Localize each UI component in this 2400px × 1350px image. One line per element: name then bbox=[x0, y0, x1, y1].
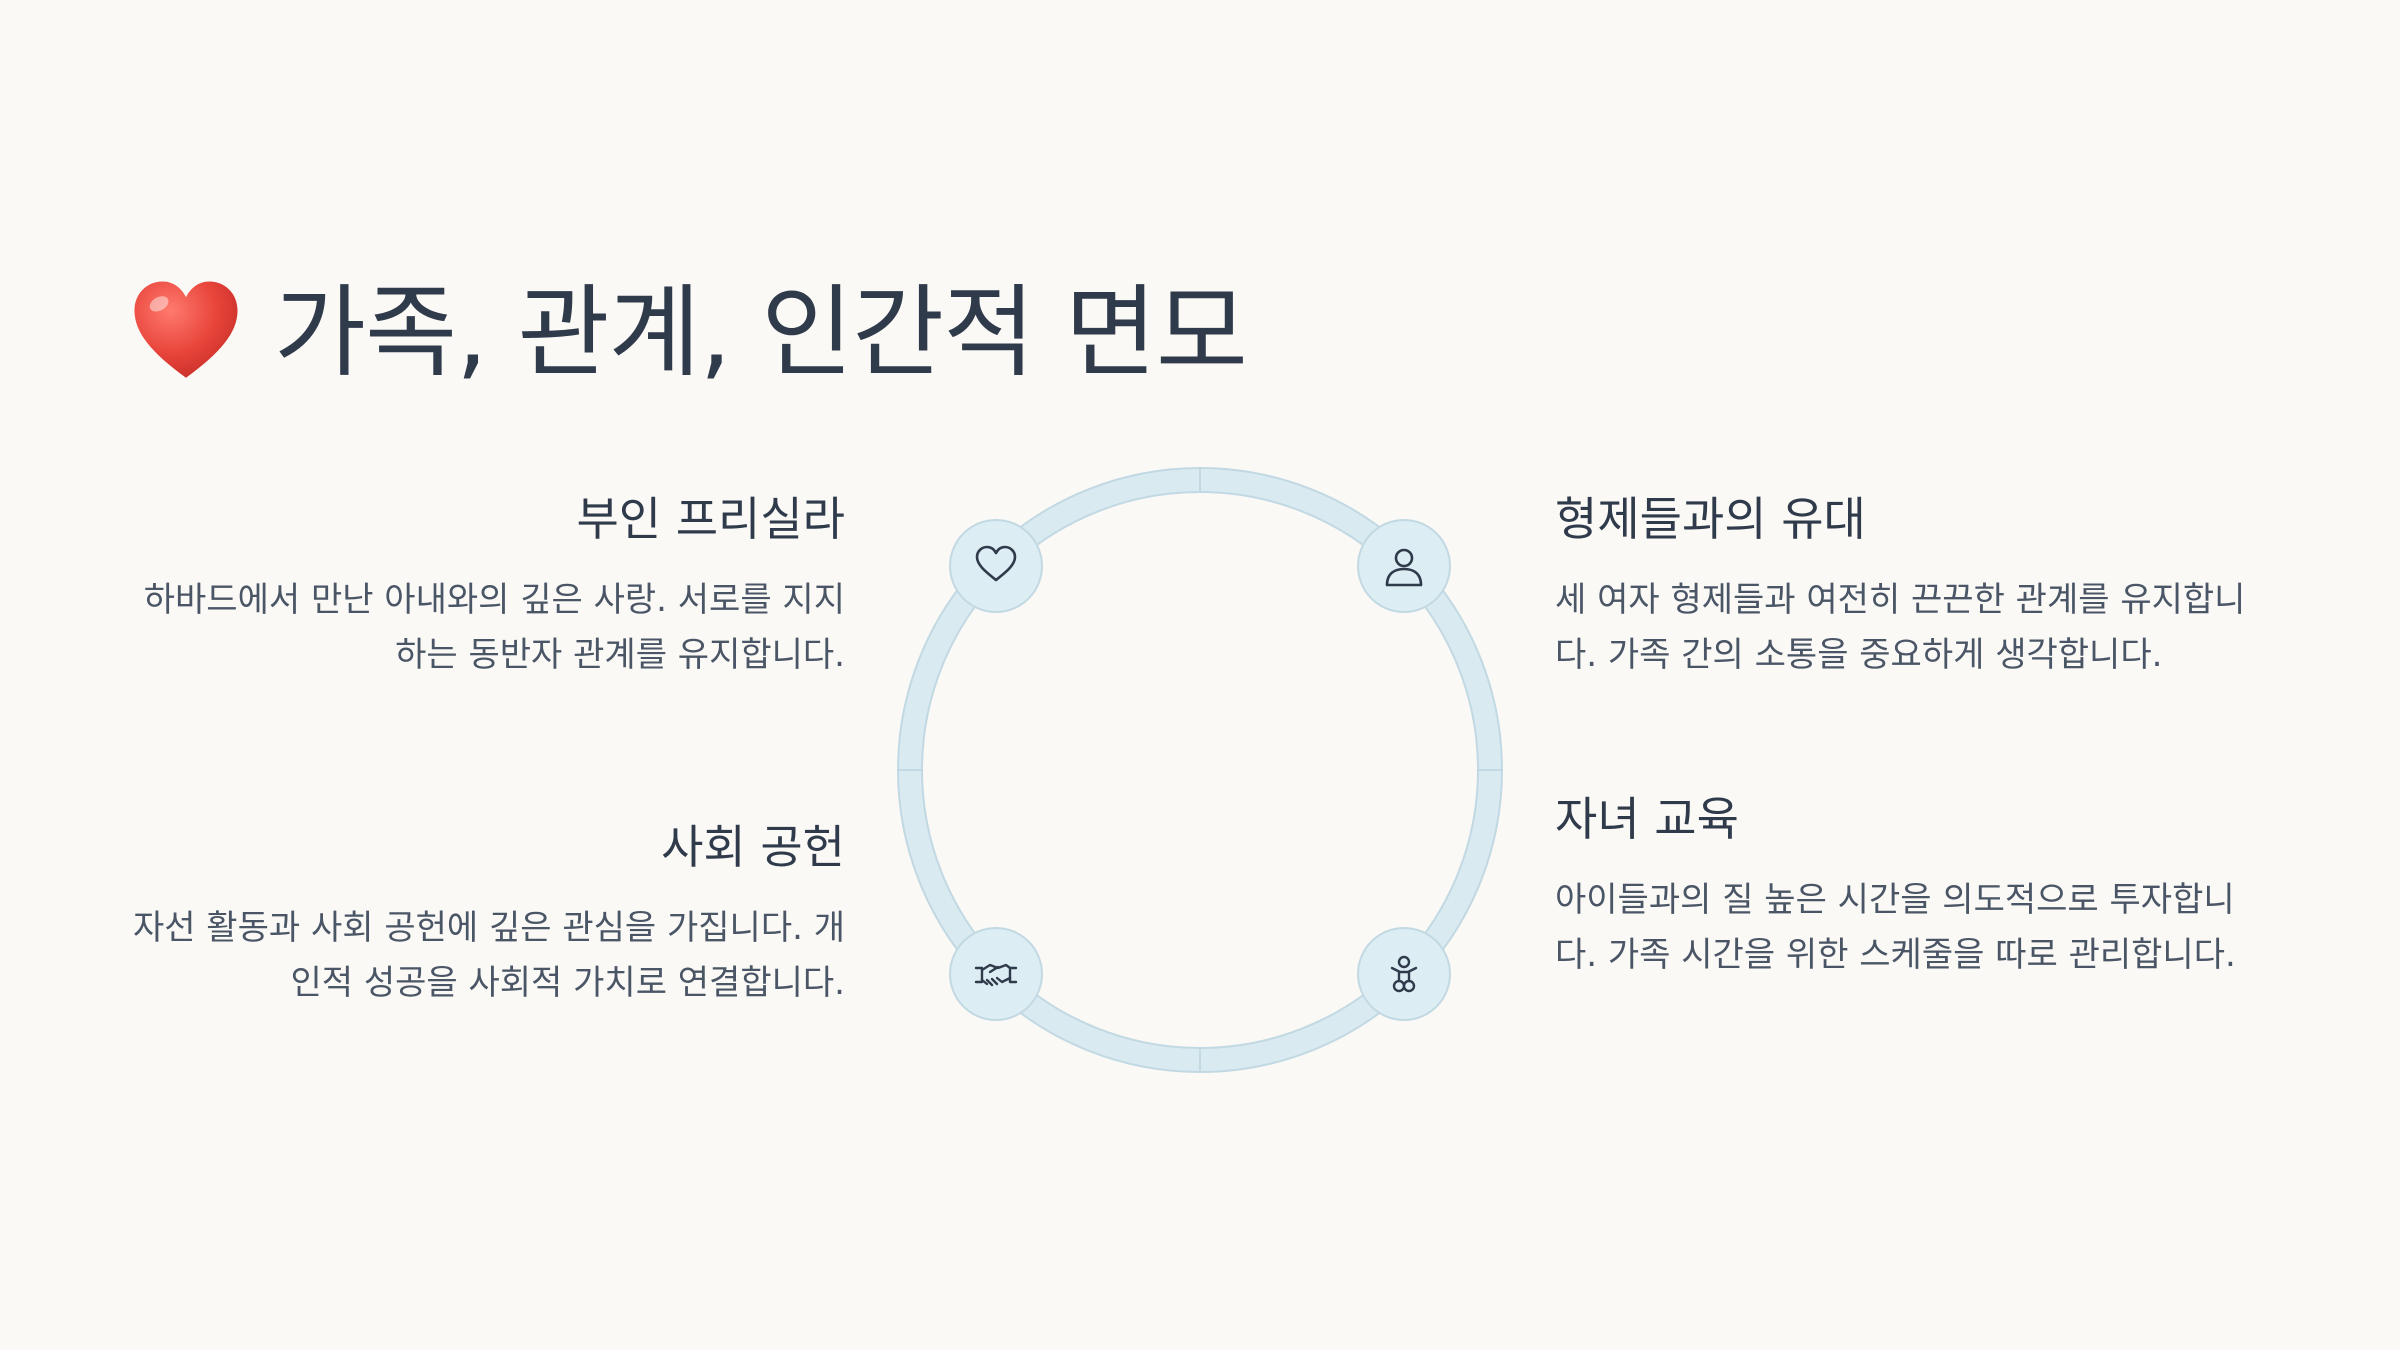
page-title: 가족, 관계, 인간적 면모 bbox=[130, 268, 1248, 398]
block-body: 자선 활동과 사회 공헌에 깊은 관심을 가집니다. 개인적 성공을 사회적 가… bbox=[132, 908, 845, 1004]
node-children bbox=[1357, 927, 1451, 1021]
heart-icon bbox=[975, 545, 1017, 582]
node-priscilla bbox=[949, 519, 1043, 613]
heart-emoji-icon bbox=[134, 281, 238, 378]
node-social bbox=[949, 927, 1043, 1021]
block-body: 하바드에서 만난 아내와의 깊은 사랑. 서로를 지지하는 동반자 관계를 유지… bbox=[143, 580, 845, 676]
block-title: 형제들과의 유대 bbox=[1555, 492, 1866, 546]
handshake-icon bbox=[974, 963, 1018, 987]
page-title-text: 가족, 관계, 인간적 면모 bbox=[274, 274, 1248, 391]
block-children-education: 자녀 교육 아이들과의 질 높은 시간을 의도적으로 투자합니다. 가족 시간을… bbox=[1555, 792, 2275, 983]
block-body: 세 여자 형제들과 여전히 끈끈한 관계를 유지합니다. 가족 간의 소통을 중… bbox=[1555, 580, 2246, 676]
cycle-diagram bbox=[897, 467, 1503, 1073]
block-siblings-bond: 형제들과의 유대 세 여자 형제들과 여전히 끈끈한 관계를 유지합니다. 가족… bbox=[1555, 492, 2275, 683]
node-siblings bbox=[1357, 519, 1451, 613]
block-title: 자녀 교육 bbox=[1555, 792, 1739, 846]
block-social-contribution: 사회 공헌 자선 활동과 사회 공헌에 깊은 관심을 가집니다. 개인적 성공을… bbox=[125, 820, 845, 1011]
person-icon bbox=[1385, 548, 1423, 587]
baby-icon bbox=[1390, 955, 1418, 993]
block-body: 아이들과의 질 높은 시간을 의도적으로 투자합니다. 가족 시간을 위한 스케… bbox=[1555, 880, 2236, 976]
block-title: 사회 공헌 bbox=[661, 820, 845, 874]
block-title: 부인 프리실라 bbox=[576, 492, 845, 546]
block-wife-priscilla: 부인 프리실라 하바드에서 만난 아내와의 깊은 사랑. 서로를 지지하는 동반… bbox=[125, 492, 845, 683]
